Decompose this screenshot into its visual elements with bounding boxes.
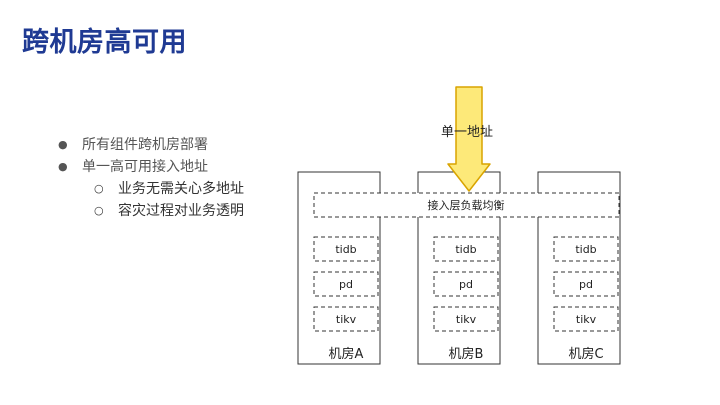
address-label: 单一地址 [441,125,493,140]
sub-bullet-item: ○ 业务无需关心多地址 [58,178,244,200]
bullet-text: 容灾过程对业务透明 [118,203,244,219]
tidb-box [433,236,499,262]
bullet-marker: ● [58,160,68,173]
load-balancer-box [313,192,620,218]
tikv-box [433,306,499,332]
sub-bullet-item: ○ 容灾过程对业务透明 [58,200,244,222]
pd-label: pd [339,278,353,291]
tidb-label: tidb [335,243,356,256]
pd-box [433,271,499,297]
tikv-label: tikv [336,313,357,326]
page-title: 跨机房高可用 [22,27,187,58]
datacenter-label: 机房B [449,346,484,362]
load-balancer-label: 接入层负载均衡 [428,198,505,212]
sub-bullet-marker: ○ [94,204,104,217]
pd-box [553,271,619,297]
down-arrow-icon [447,86,491,192]
bullet-text: 所有组件跨机房部署 [82,137,208,153]
tidb-box [553,236,619,262]
pd-box [313,271,379,297]
bullet-item: ● 所有组件跨机房部署 [58,134,244,156]
pd-label: pd [459,278,473,291]
tikv-box [553,306,619,332]
tikv-box [313,306,379,332]
bullet-item: ● 单一高可用接入地址 [58,156,244,178]
tikv-label: tikv [456,313,477,326]
bullet-text: 单一高可用接入地址 [82,159,208,175]
sub-bullet-marker: ○ [94,182,104,195]
tikv-label: tikv [576,313,597,326]
pd-label: pd [579,278,593,291]
tidb-box [313,236,379,262]
tidb-label: tidb [575,243,596,256]
bullet-marker: ● [58,138,68,151]
datacenter-label: 机房A [329,346,364,362]
bullet-list: ● 所有组件跨机房部署 ● 单一高可用接入地址 ○ 业务无需关心多地址 ○ 容灾… [58,134,244,222]
datacenter-label: 机房C [568,346,603,362]
tidb-label: tidb [455,243,476,256]
bullet-text: 业务无需关心多地址 [118,181,244,197]
